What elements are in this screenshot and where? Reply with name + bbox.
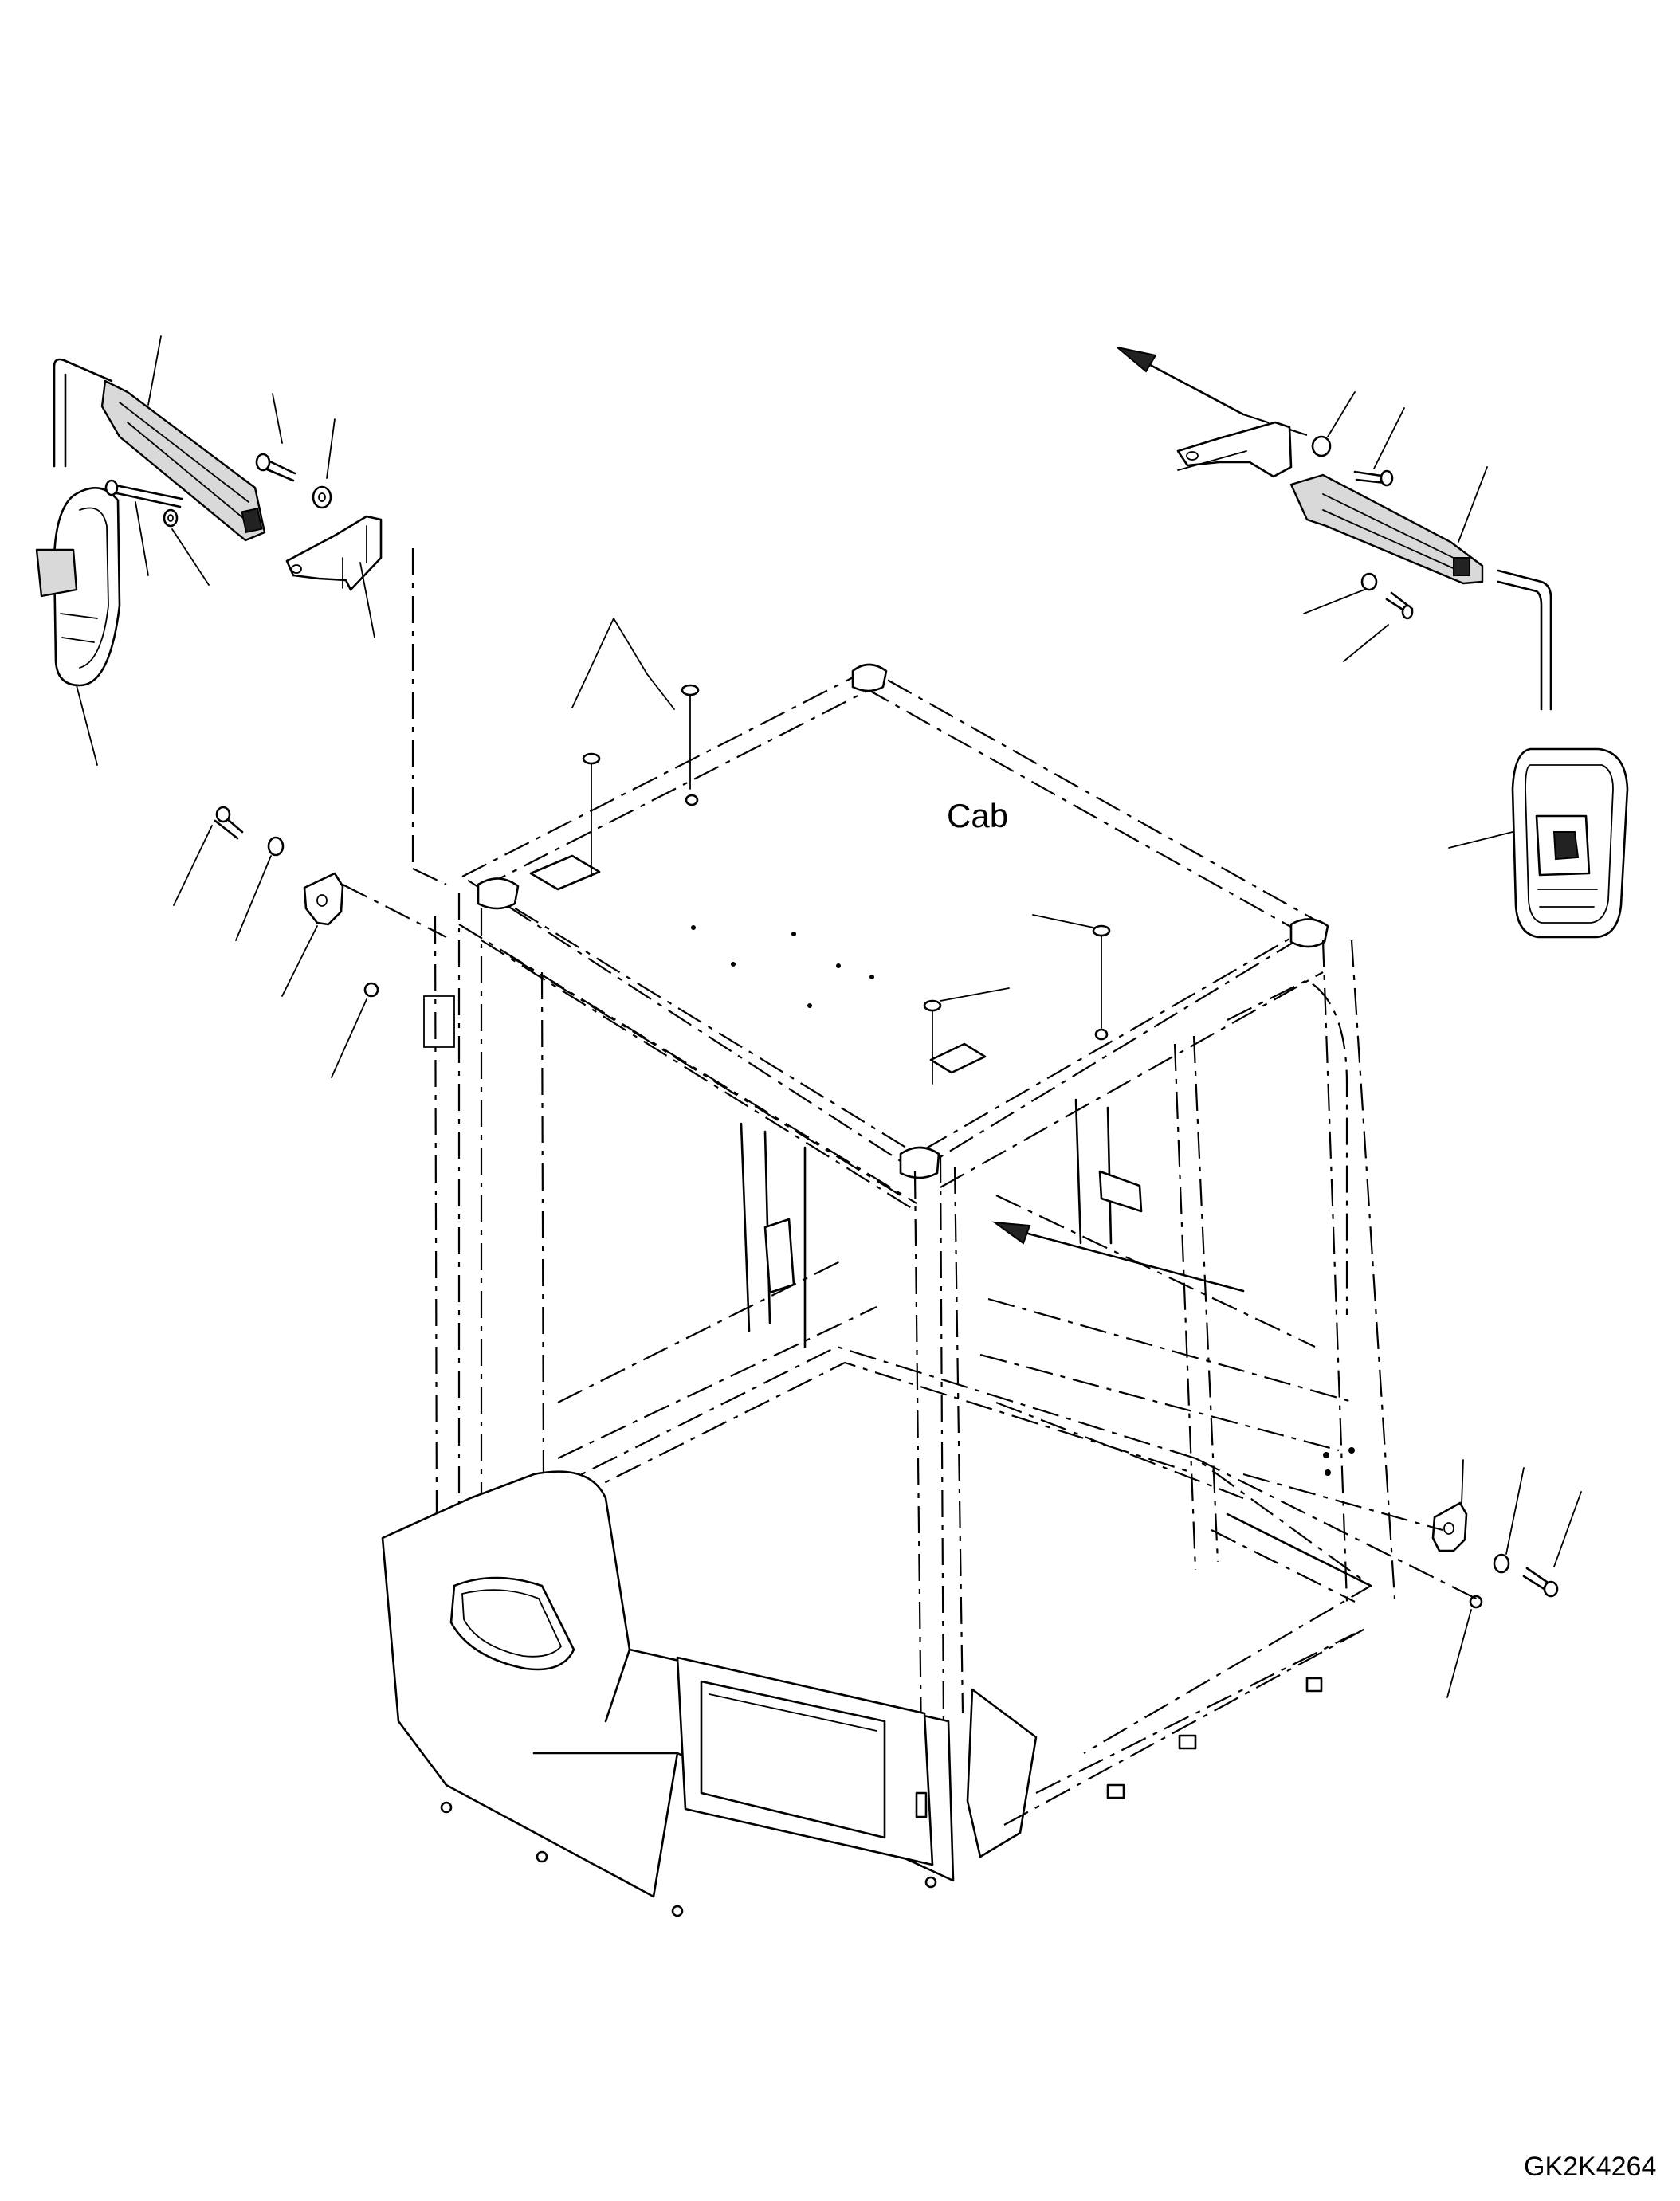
left-mount-nut: [363, 982, 379, 998]
left-mirror-washer: [163, 508, 179, 528]
left-mirror-assembly: [35, 335, 383, 766]
right-lower-mount: [1431, 1459, 1582, 1698]
roof-bolt-4: [923, 999, 942, 1012]
left-mirror-bolt-long: [110, 483, 183, 500]
left-mirror-rod: [53, 358, 113, 468]
arrow-icon: [1117, 347, 1157, 373]
right-mirror-joint: [1552, 831, 1580, 861]
cab-frame: [342, 548, 1483, 1917]
right-mount-washer: [1493, 1553, 1510, 1574]
right-mount-plate: [1431, 1501, 1468, 1552]
right-mirror-bracket: [1176, 421, 1293, 478]
roof-bolt-3: [1092, 924, 1111, 937]
right-mount-nut: [1469, 1595, 1483, 1609]
right-mirror-rod: [1497, 569, 1552, 711]
cab-label: Cab: [947, 797, 1009, 834]
left-lower-mount: [173, 806, 455, 1078]
right-mirror-assembly: [1117, 347, 1629, 939]
roof-fasteners: [571, 618, 1111, 1085]
right-mirror-washer-2: [1360, 572, 1378, 591]
cab-lower-box: [676, 1656, 934, 1866]
roof-bolt-1: [582, 752, 601, 765]
roof-bolt-2: [681, 684, 700, 696]
right-mirror-washer: [1311, 435, 1332, 457]
drawing-code: GK2K4264: [1524, 2152, 1657, 2182]
left-mirror-bracket: [285, 515, 383, 591]
cab-roof-outline: [460, 668, 1325, 1173]
left-mount-plate: [303, 872, 344, 926]
direction-arrow-line: [1140, 359, 1245, 416]
left-mount-washer: [267, 836, 285, 857]
cab-panel-grip: [449, 1576, 575, 1671]
left-mirror-joint: [35, 548, 78, 598]
left-mirror-washer-2: [312, 485, 332, 509]
arrow-icon: [991, 1221, 1031, 1245]
